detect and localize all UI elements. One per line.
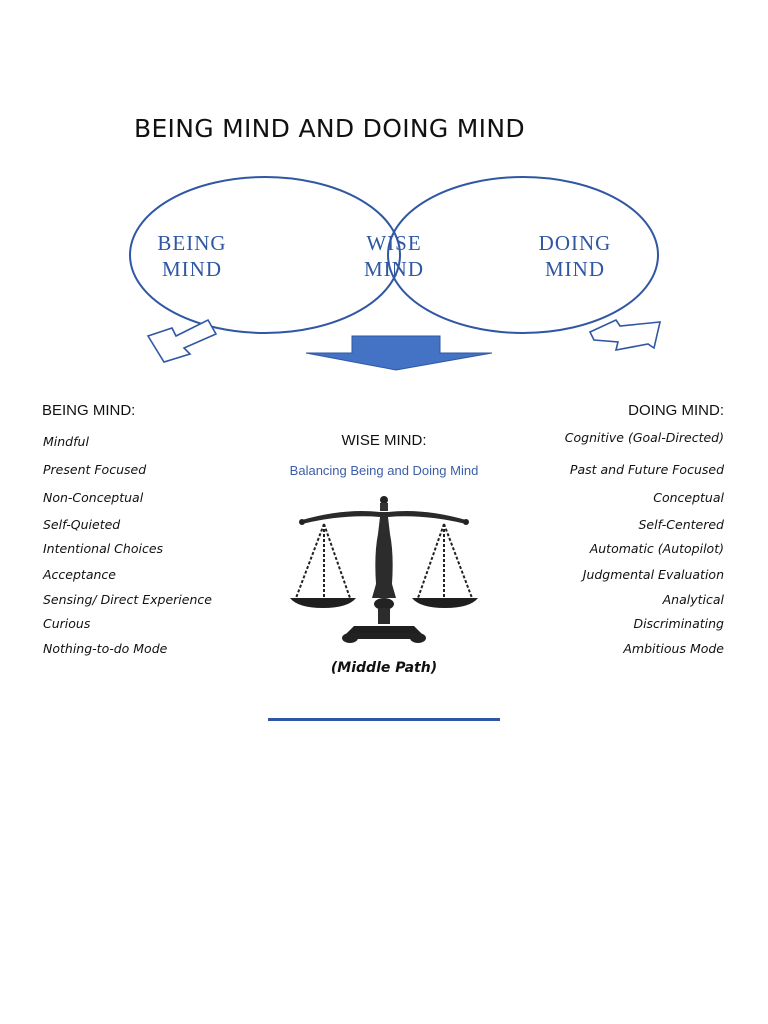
list-item: Judgmental Evaluation [582,567,724,582]
list-item: Present Focused [43,462,147,477]
list-item: Acceptance [43,567,116,582]
left-arrow-icon [146,318,218,363]
right-arrow-icon [588,318,662,352]
center-arrow-icon [305,335,493,371]
list-item: Self-Centered [638,517,725,532]
list-item: Intentional Choices [43,541,164,556]
list-item: Past and Future Focused [569,462,724,477]
list-item: Analytical [662,592,724,607]
wise-label-line2: MIND [364,257,424,281]
middle-path-caption: (Middle Path) [330,660,438,676]
being-mind-circle [129,176,401,334]
being-label-line2: MIND [162,257,222,281]
venn-diagram: BEING MIND WISE MIND DOING MIND [129,176,662,371]
being-label-line1: BEING [157,231,226,255]
wise-mind-heading: WISE MIND: [341,432,427,449]
list-item: Conceptual [653,490,724,505]
list-item: Non-Conceptual [43,490,144,505]
doing-label-line2: MIND [545,257,605,281]
balance-scale-icon [290,496,478,643]
doing-mind-circle [387,176,659,334]
list-item: Sensing/ Direct Experience [43,592,212,607]
wise-label-line1: WISE [366,231,421,255]
list-item: Self-Quieted [43,517,121,532]
list-item: Nothing-to-do Mode [43,641,168,656]
doing-mind-heading: DOING MIND: [628,402,724,419]
list-item: Automatic (Autopilot) [589,541,724,556]
wise-mind-subtitle: Balancing Being and Doing Mind [289,463,479,478]
list-item: Discriminating [633,616,724,631]
page-title: BEING MIND AND DOING MIND [134,114,525,143]
list-item: Ambitious Mode [623,641,724,656]
list-item: Cognitive (Goal-Directed) [564,430,724,445]
list-item: Mindful [43,434,89,449]
list-item: Curious [43,616,91,631]
doing-label-line1: DOING [539,231,612,255]
divider [268,718,500,721]
being-mind-heading: BEING MIND: [42,402,136,419]
